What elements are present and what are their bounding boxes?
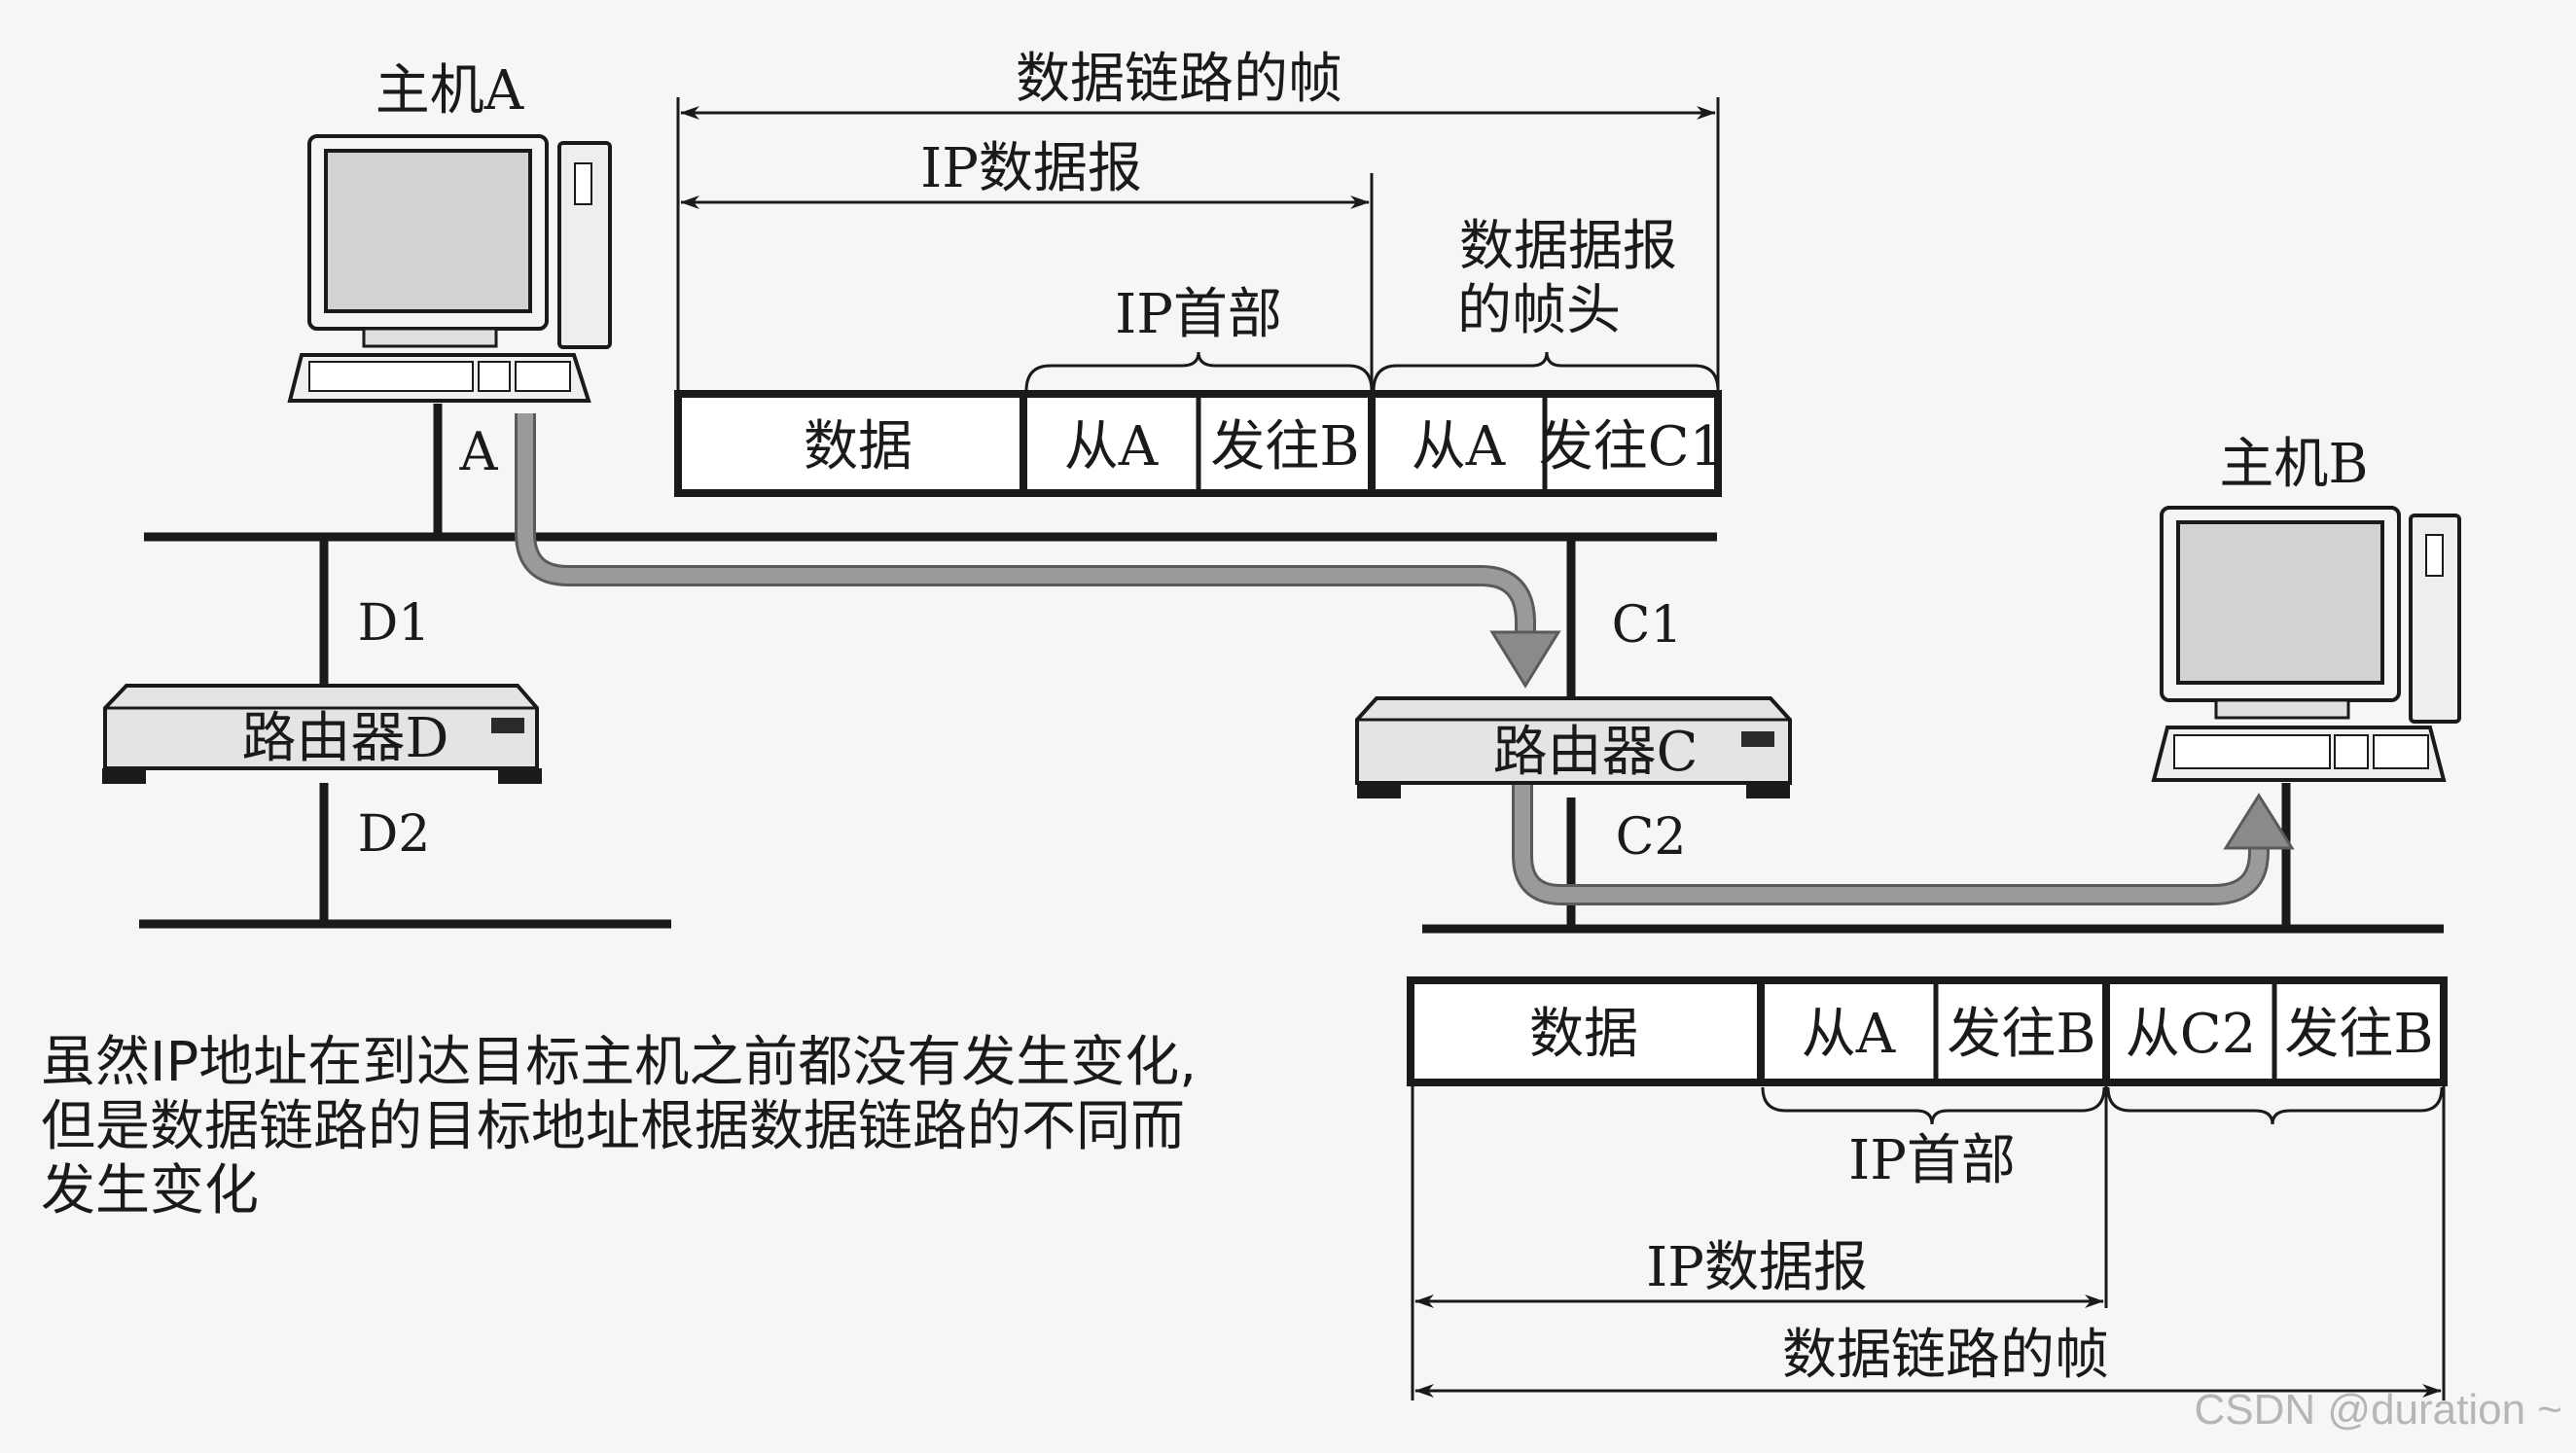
frame-bottom-ip-header-brace [1763, 1087, 2104, 1124]
frame-top-ip-header-label: IP首部 [1115, 283, 1282, 346]
frame-top-ip-header-brace [1026, 352, 1372, 391]
frame-bottom-field-dl-src: 从C2 [2126, 1003, 2256, 1066]
frame-bottom-datagram-label: IP数据报 [1646, 1236, 1868, 1299]
caption-line-1: 虽然IP地址在到达目标主机之前都没有发生变化, [41, 1031, 1403, 1095]
host-b-label: 主机B [2219, 433, 2368, 496]
caption-line-2: 但是数据链路的目标地址根据数据链路的不同而 [41, 1095, 1403, 1159]
router-c-lower-interface-label: C2 [1616, 808, 1687, 867]
frame-top-field-dl-dst: 发往C1 [1539, 415, 1724, 478]
frame-top-frame-label: 数据链路的帧 [1016, 48, 1342, 111]
host-a-interface-label: A [459, 421, 499, 482]
watermark: CSDN @duration ~ [2195, 1386, 2563, 1435]
frame-top-dl-header-label-line1: 数据据报 [1459, 215, 1677, 278]
router-d-lower-interface-label: D2 [358, 805, 431, 864]
frame-bottom-field-ip-dst: 发往B [1947, 1003, 2095, 1066]
frame-top-field-ip-dst: 发往B [1210, 415, 1359, 478]
frame-bottom-dl-header-brace [2108, 1087, 2442, 1124]
router-c-label: 路由器C [1493, 721, 1699, 784]
frame-bottom-field-data: 数据 [1529, 1003, 1638, 1066]
frame-bottom-field-dl-dst: 发往B [2284, 1003, 2433, 1066]
frame-top-field-data: 数据 [804, 415, 912, 478]
router-d-label: 路由器D [242, 707, 449, 770]
frame-top-field-dl-src: 从A [1412, 415, 1506, 478]
frame-top-datagram-label: IP数据报 [920, 137, 1142, 200]
router-c-upper-interface-label: C1 [1612, 596, 1683, 655]
frame-top-dl-header-brace [1374, 352, 1718, 391]
explanation-caption: 虽然IP地址在到达目标主机之前都没有发生变化, 但是数据链路的目标地址根据数据链… [41, 1031, 1403, 1223]
frame-bottom-frame-label: 数据链路的帧 [1782, 1324, 2109, 1387]
host-a-computer [290, 136, 610, 401]
frame-bottom: 数据 从A 发往B 从C2 发往B IP首部 IP数据报 数据链路的帧 [1411, 980, 2444, 1400]
frame-bottom-ip-header-label: IP首部 [1848, 1129, 2016, 1192]
host-b-computer [2154, 508, 2459, 780]
frame-bottom-field-ip-src: 从A [1802, 1003, 1896, 1066]
router-d-upper-interface-label: D1 [358, 594, 431, 653]
frame-top-field-ip-src: 从A [1064, 415, 1159, 478]
host-a-label: 主机A [376, 59, 524, 123]
caption-line-3: 发生变化 [41, 1159, 1403, 1223]
frame-top-dl-header-label-line2: 的帧头 [1457, 279, 1621, 342]
frame-top: 数据链路的帧 IP数据报 IP首部 数据据报 的帧头 数据 从A 发往B 从A … [678, 48, 1724, 493]
